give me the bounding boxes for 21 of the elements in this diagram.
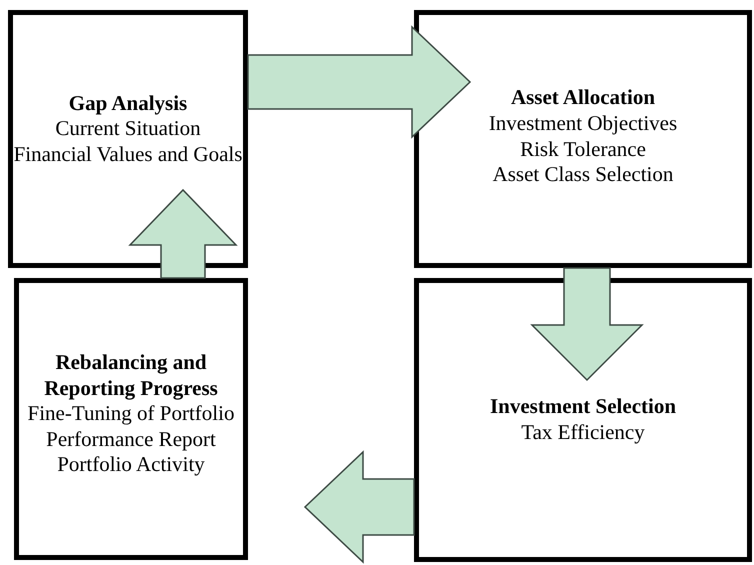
box-text: Risk Tolerance bbox=[520, 136, 646, 162]
box-text: Fine-Tuning of Portfolio bbox=[28, 401, 234, 427]
box-text: Financial Values and Goals bbox=[14, 142, 242, 168]
process-box bbox=[8, 10, 248, 268]
block-arrow bbox=[247, 25, 472, 139]
box-text: Portfolio Activity bbox=[57, 452, 205, 478]
box-text: Investment Objectives bbox=[488, 110, 678, 136]
process-box bbox=[414, 278, 752, 562]
block-arrow bbox=[304, 450, 415, 564]
box-heading: Gap Analysis bbox=[68, 90, 188, 116]
box-text: Tax Efficiency bbox=[521, 420, 645, 446]
box-heading: Investment Selection bbox=[490, 394, 676, 420]
block-arrow bbox=[530, 267, 644, 382]
process-box bbox=[14, 278, 248, 560]
block-arrow bbox=[128, 188, 238, 279]
box-text: Current Situation bbox=[55, 116, 201, 142]
process-box bbox=[414, 10, 752, 268]
box-heading: Rebalancing and Reporting Progress bbox=[43, 350, 219, 402]
box-text: Performance Report bbox=[46, 426, 216, 452]
box-text: Asset Class Selection bbox=[492, 162, 674, 188]
box-heading: Asset Allocation bbox=[510, 85, 656, 111]
